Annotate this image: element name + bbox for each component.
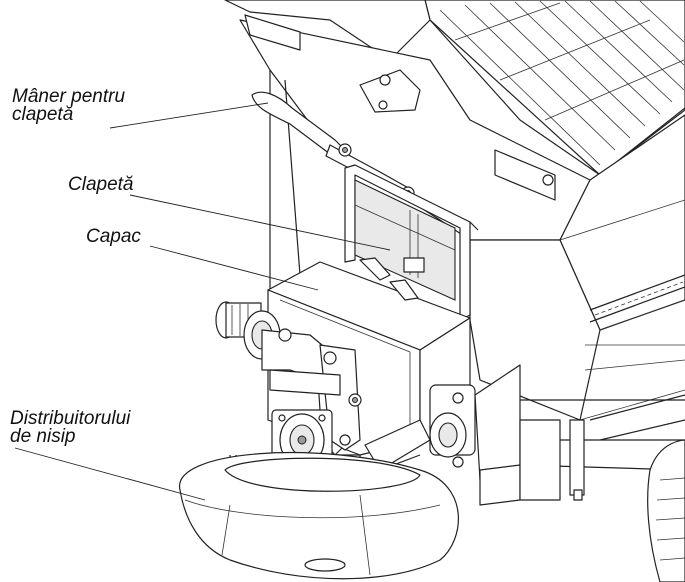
label-handle: Mâner pentru clapetă [12, 86, 126, 125]
bearing-right [429, 364, 685, 481]
label-handle-line2: clapetă [12, 104, 74, 125]
leader-flap [129, 194, 391, 251]
leader-handle [109, 102, 269, 129]
chain-conveyor [584, 274, 685, 371]
hopper-bracket-right [494, 149, 556, 201]
label-flap: Clapetă [68, 174, 134, 195]
leader-cover [149, 245, 319, 291]
hopper-body [224, 0, 685, 421]
hopper-bracket-left [244, 14, 301, 51]
spinner-disc [179, 451, 459, 580]
label-handle-line1: Mâner pentru [12, 86, 126, 107]
label-distributor-line2: de nisip [10, 426, 76, 447]
leader-lines [14, 102, 391, 501]
leader-distributor [14, 447, 206, 501]
chassis-right [479, 394, 685, 582]
label-distributor-line1: Distribuitorului [10, 408, 131, 429]
label-cover: Capac [86, 226, 141, 247]
label-distributor: Distribuitorului de nisip [10, 408, 131, 447]
drive-shaft-left [215, 301, 281, 360]
wheel [647, 439, 685, 582]
hopper-plate [359, 69, 421, 113]
flap-frame [344, 164, 479, 321]
hopper-grid [429, 0, 685, 176]
